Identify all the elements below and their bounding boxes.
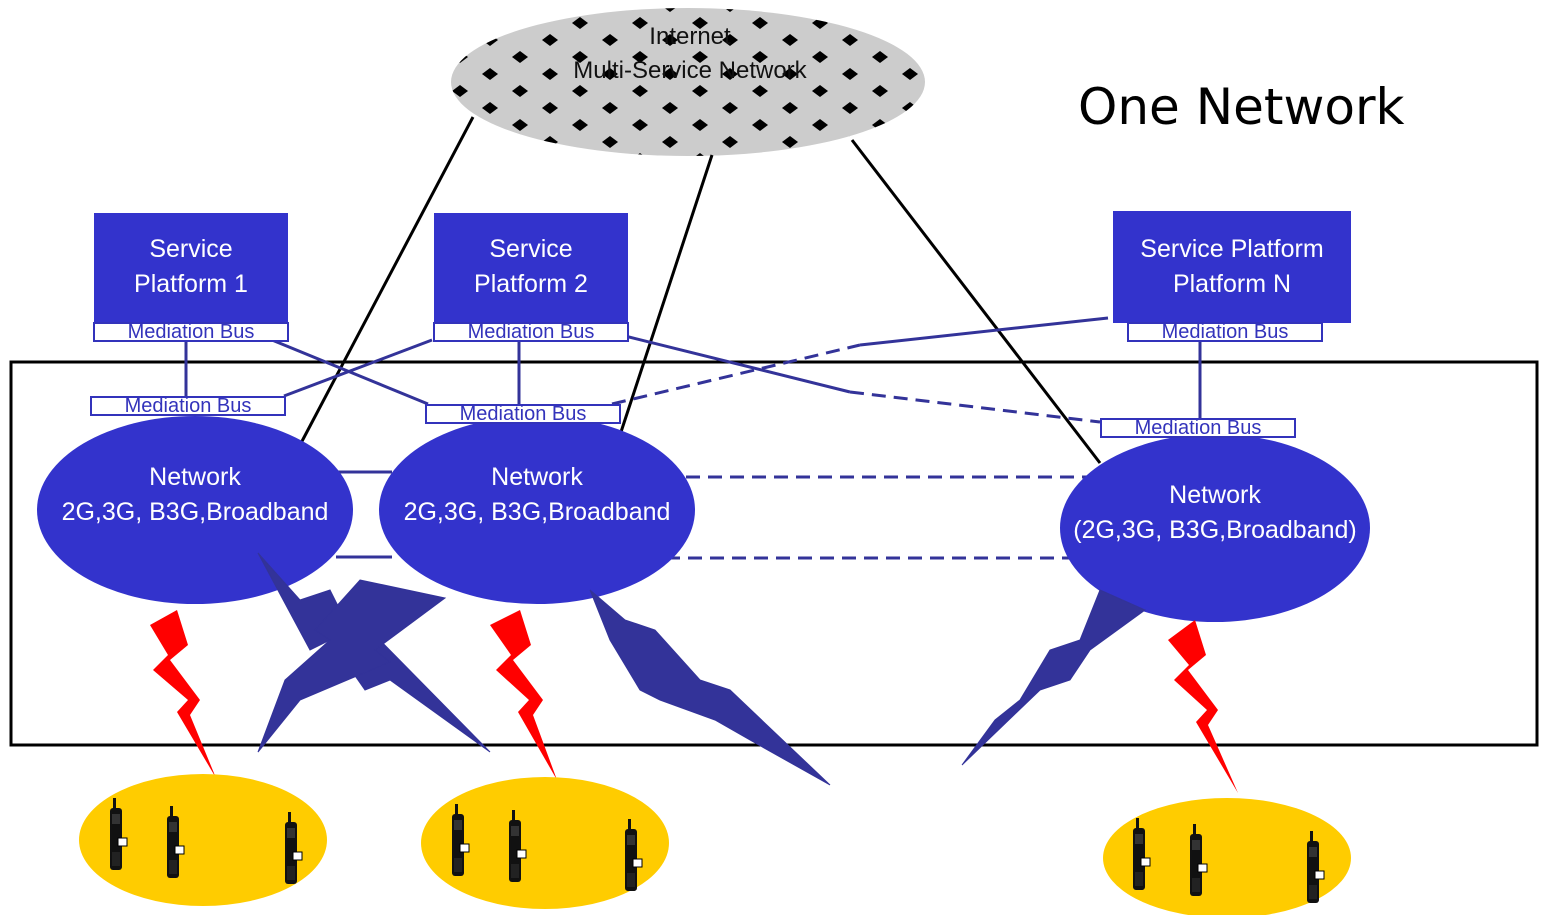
network-2-line1: Network <box>491 463 583 491</box>
lightning-icon <box>257 579 447 753</box>
service-platform-2-line2: Platform 2 <box>474 270 588 298</box>
mediation-bus-net1: Mediation Bus <box>90 396 286 416</box>
service-platform-1-line2: Platform 1 <box>134 270 248 298</box>
service-platform-1-label: Service Platform 1 <box>94 232 288 302</box>
network-2 <box>379 416 695 604</box>
terminal-group-2 <box>421 777 669 909</box>
mediation-bus-spn: Mediation Bus <box>1127 322 1323 342</box>
network-2-line2: 2G,3G, B3G,Broadband <box>403 498 671 526</box>
network-1-label: Network 2G,3G, B3G,Broadband <box>37 460 353 530</box>
service-platform-2-label: Service Platform 2 <box>434 232 628 302</box>
internet-link-2 <box>618 154 714 436</box>
lightning-icon <box>490 610 557 780</box>
internet-title: Internet <box>649 23 731 50</box>
internet-label: Internet Multi-Service Network <box>520 20 860 88</box>
lightning-icon <box>961 589 1146 766</box>
service-platform-2 <box>434 213 628 323</box>
service-platform-1-line1: Service <box>149 235 233 263</box>
lightning-icon <box>150 610 216 778</box>
network-3-line1: Network <box>1169 481 1261 509</box>
mediation-bus-sp2: Mediation Bus <box>433 322 629 342</box>
terminal-group-3 <box>1103 798 1351 915</box>
lightning-icon <box>589 589 831 786</box>
network-2-label: Network 2G,3G, B3G,Broadband <box>379 460 695 530</box>
lightning-icon <box>1168 620 1238 793</box>
network-1-line1: Network <box>149 463 241 491</box>
network-1-line2: 2G,3G, B3G,Broadband <box>61 498 329 526</box>
network-1 <box>37 416 353 604</box>
service-platform-2-line1: Service <box>489 235 573 263</box>
internet-subtitle: Multi-Service Network <box>573 57 807 84</box>
internet-cloud-pattern <box>451 8 925 156</box>
mediation-bus-sp1: Mediation Bus <box>93 322 289 342</box>
service-platform-1 <box>94 213 288 323</box>
internet-link-1 <box>298 116 475 446</box>
network-3-line2: (2G,3G, B3G,Broadband) <box>1073 516 1357 544</box>
terminal-group-1 <box>79 774 327 906</box>
service-platform-n-label: Service Platform Platform N <box>1113 232 1351 302</box>
mediation-bus-net2: Mediation Bus <box>425 404 621 424</box>
mediation-bus-net3: Mediation Bus <box>1100 418 1296 438</box>
network-3 <box>1060 434 1370 622</box>
network-3-label: Network (2G,3G, B3G,Broadband) <box>1050 478 1380 548</box>
internet-link-3 <box>850 139 1102 464</box>
service-platform-n-line2: Platform N <box>1172 270 1292 298</box>
page-title: One Network <box>1078 78 1405 136</box>
service-platform-n <box>1113 211 1351 323</box>
service-platform-n-line1: Service Platform <box>1140 235 1324 263</box>
